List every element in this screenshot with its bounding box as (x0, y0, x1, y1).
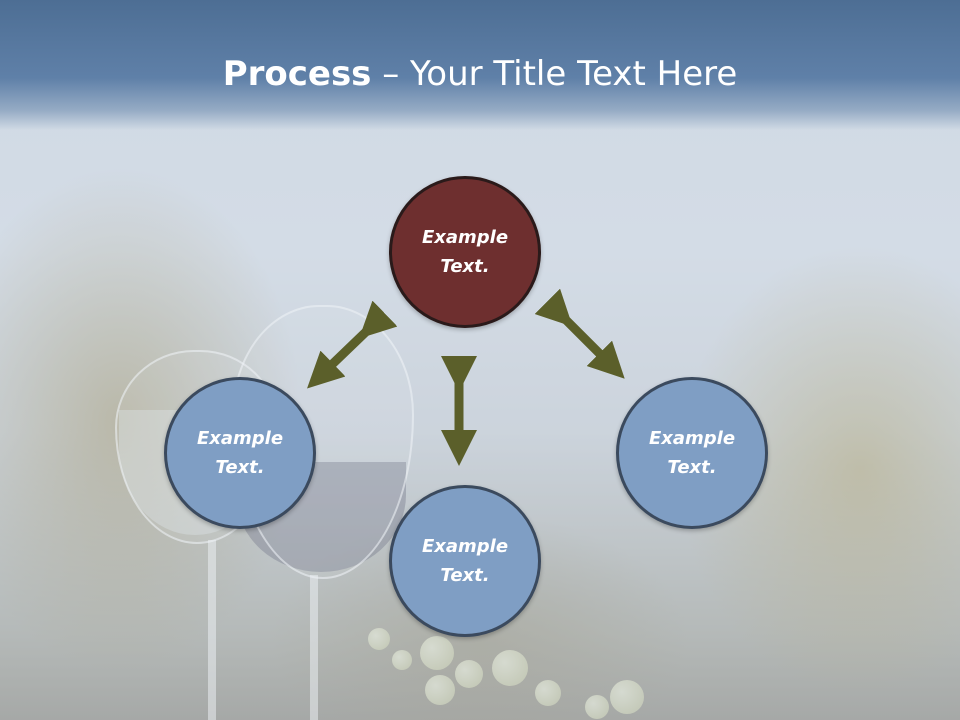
process-node-left[interactable]: Example Text. (164, 377, 316, 529)
title-band (0, 0, 960, 130)
title-strong: Process (222, 54, 372, 94)
grape (535, 680, 561, 706)
grape (420, 636, 454, 670)
process-node-top[interactable]: Example Text. (389, 176, 541, 328)
red-glass-stem (310, 575, 318, 720)
grape (392, 650, 412, 670)
process-node-bottom[interactable]: Example Text. (389, 485, 541, 637)
slide-title[interactable]: Process – Your Title Text Here (0, 52, 960, 96)
grape (610, 680, 644, 714)
white-glass-stem (208, 540, 216, 720)
arrow-top-right (534, 288, 625, 379)
node-label: Example Text. (421, 227, 509, 277)
title-rest: – Your Title Text Here (371, 54, 738, 94)
node-label: Example Text. (196, 428, 284, 478)
node-label: Example Text. (648, 428, 736, 478)
grape (425, 675, 455, 705)
node-label: Example Text. (421, 536, 509, 586)
grape (585, 695, 609, 719)
grape (455, 660, 483, 688)
arrow-top-left (307, 300, 398, 389)
grape (492, 650, 528, 686)
grape (368, 628, 390, 650)
process-node-right[interactable]: Example Text. (616, 377, 768, 529)
